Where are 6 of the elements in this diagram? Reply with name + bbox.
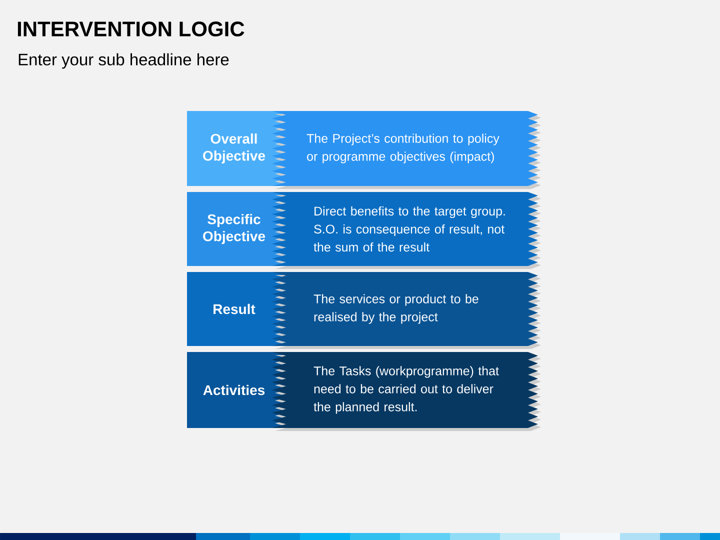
title: INTERVENTION LOGIC: [18, 22, 244, 36]
subtitle: Enter your sub headline here: [18, 53, 229, 69]
ribbon-banner: The Tasks (workprogramme) that need to be carried out to deliver the planned result.: [272, 352, 541, 431]
ribbon-banner: The services or product to be realised by the project: [272, 272, 541, 349]
ribbon-banner: Direct benefits to the target group. S.O. is consequence of result, not the sum of the result: [272, 192, 541, 269]
ribbon-banner: The Project’s contribution to policy or programme objectives (impact): [272, 111, 541, 189]
